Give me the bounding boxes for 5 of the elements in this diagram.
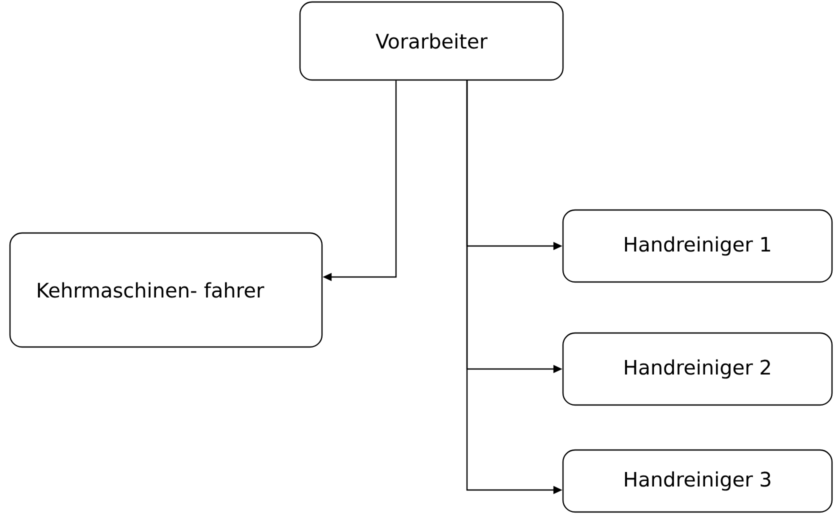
role-box: Handreiniger 2 bbox=[562, 332, 833, 406]
role-box: Handreiniger 3 bbox=[562, 449, 833, 513]
role-box: Vorarbeiter bbox=[299, 1, 564, 81]
role-box: Handreiniger 1 bbox=[562, 209, 833, 283]
role-box: Kehrmaschinen- fahrer bbox=[9, 232, 323, 348]
